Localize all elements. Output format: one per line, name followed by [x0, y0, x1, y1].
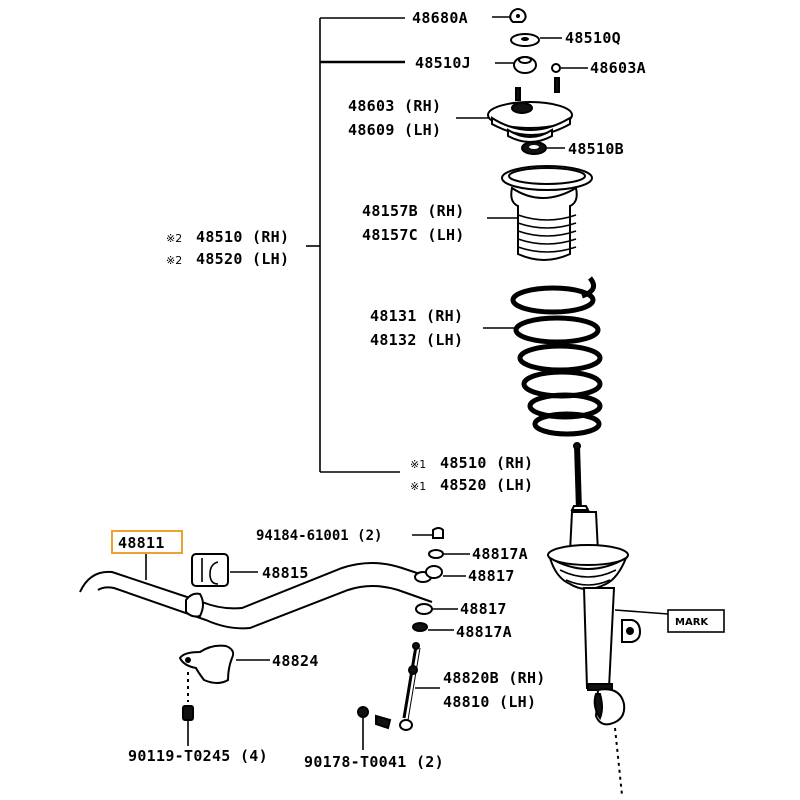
label-48131-rh[interactable]: 48131 (RH)	[370, 307, 463, 325]
label-48510B[interactable]: 48510B	[568, 140, 624, 158]
part-90119-bolt[interactable]	[182, 705, 194, 721]
part-48680A-nut[interactable]	[509, 8, 527, 23]
part-90178-nut[interactable]	[357, 706, 369, 718]
label-48157B-rh[interactable]: 48157B (RH)	[362, 202, 465, 220]
part-48824-bracket[interactable]	[178, 644, 235, 684]
part-48510B-seat[interactable]	[521, 141, 547, 155]
part-48817A-retainer-bottom[interactable]	[412, 622, 428, 632]
label-48820B-rh[interactable]: 48820B (RH)	[443, 669, 546, 687]
label-48157C-lh[interactable]: 48157C (LH)	[362, 226, 465, 244]
part-shock-absorber-strut[interactable]	[547, 442, 642, 726]
label-48603-rh[interactable]: 48603 (RH)	[348, 97, 441, 115]
label-94184-61001[interactable]: 94184-61001 (2)	[256, 528, 382, 544]
label-48609-lh[interactable]: 48609 (LH)	[348, 121, 441, 139]
label-90119-T0245[interactable]: 90119-T0245 (4)	[128, 747, 268, 765]
assembly-1-rh-marker: ※1	[410, 458, 426, 471]
label-48520-lh-asm2[interactable]: 48520 (LH)	[196, 250, 289, 268]
label-48817A-bottom[interactable]: 48817A	[456, 623, 512, 641]
part-48811-stabilizer-bar[interactable]	[79, 562, 433, 630]
label-48603A[interactable]: 48603A	[590, 59, 646, 77]
label-48817A-top[interactable]: 48817A	[472, 545, 528, 563]
part-48817-cushion-bottom[interactable]	[415, 603, 433, 615]
part-48510Q-washer[interactable]	[510, 33, 540, 47]
assembly-1-lh-marker: ※1	[410, 480, 426, 493]
label-90178-T0041[interactable]: 90178-T0041 (2)	[304, 753, 444, 771]
label-48810-lh[interactable]: 48810 (LH)	[443, 693, 536, 711]
part-48817-cushion-top[interactable]	[425, 565, 443, 579]
highlight-box-48811	[111, 530, 183, 554]
part-48157-bumper-boot[interactable]	[501, 165, 593, 261]
label-48817-top[interactable]: 48817	[468, 567, 515, 585]
part-48603-support[interactable]	[487, 77, 573, 143]
label-48811[interactable]: 48811	[118, 534, 165, 552]
part-48510J-cushion[interactable]	[513, 56, 537, 74]
assembly-2-rh-marker: ※2	[166, 232, 182, 245]
mark-callout	[614, 609, 725, 633]
part-48820B-stabilizer-link[interactable]	[375, 642, 421, 731]
label-48520-lh-asm1[interactable]: 48520 (LH)	[440, 476, 533, 494]
part-48817A-retainer-top[interactable]	[428, 549, 444, 559]
label-48510J[interactable]: 48510J	[415, 54, 471, 72]
label-48510Q[interactable]: 48510Q	[565, 29, 621, 47]
label-48815[interactable]: 48815	[262, 564, 309, 582]
part-94184-61001-nut[interactable]	[432, 527, 444, 539]
label-48132-lh[interactable]: 48132 (LH)	[370, 331, 463, 349]
label-mark: MARK	[675, 617, 709, 628]
label-48510-rh-asm1[interactable]: 48510 (RH)	[440, 454, 533, 472]
part-48815-bushing[interactable]	[191, 553, 229, 587]
assembly-bracket-2	[306, 17, 405, 473]
part-48131-coil-spring[interactable]	[510, 276, 603, 437]
assembly-2-lh-marker: ※2	[166, 254, 182, 267]
label-48680A[interactable]: 48680A	[412, 9, 468, 27]
part-48603A-nut[interactable]	[551, 63, 561, 73]
label-48824[interactable]: 48824	[272, 652, 319, 670]
label-48817-bottom[interactable]: 48817	[460, 600, 507, 618]
label-48510-rh-asm2[interactable]: 48510 (RH)	[196, 228, 289, 246]
